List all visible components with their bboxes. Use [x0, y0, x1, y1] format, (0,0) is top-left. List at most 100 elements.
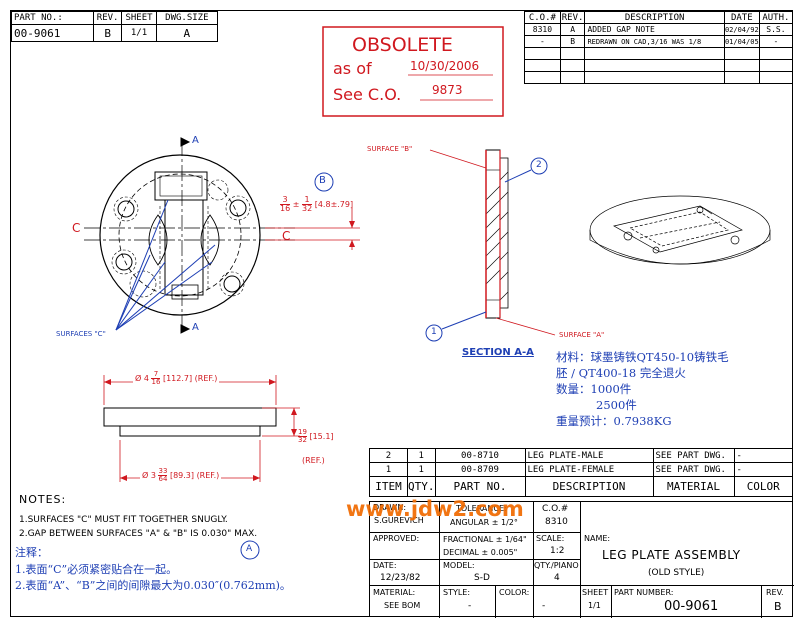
old-style-label: (OLD STYLE) [648, 568, 705, 578]
rev-label: REV. [92, 11, 123, 25]
fractional-tolerance: FRACTIONAL ± 1/64" [443, 535, 527, 544]
bom-header-part-no: PART NO. [434, 476, 526, 497]
gap-den-1: 16 [280, 204, 291, 213]
header-table: PART NO.: REV. SHEET DWG.SIZE 00-9061 B … [11, 11, 219, 42]
rev-value-tb: B [774, 600, 782, 613]
rev-cell: B [559, 35, 586, 48]
dia-top-pre: Ø 4 [135, 374, 149, 383]
date-value: 12/23/82 [380, 573, 421, 583]
gap-num-1: 3 [282, 195, 288, 204]
bolt-hole [229, 199, 247, 217]
scale-value: 1:2 [550, 546, 565, 556]
gap-dimension-label: 3 16 ± 1 32 [4.8±.79] [280, 196, 353, 213]
rev-cell: REDRAWN ON CAD,3/16 WAS 1/8 [584, 35, 725, 48]
dia-top-mm: [112.7] [162, 374, 193, 383]
dwg-size-value: A [155, 24, 219, 42]
bolt-hole [115, 253, 133, 271]
bom-cell: SEE PART DWG. [652, 462, 735, 477]
rev-label-tb: REV. [766, 588, 784, 597]
drawn-label: DRAWN: [373, 503, 407, 512]
note-2: 2.GAP BETWEEN SURFACES "A" & "B" IS 0.03… [19, 529, 258, 539]
callout-b: B [319, 175, 326, 186]
bom-header-item: ITEM [369, 476, 408, 497]
dia-top-ref: (REF.) [194, 374, 218, 383]
bom-cell: LEG PLATE-MALE [524, 448, 654, 463]
bom-cell: 1 [369, 462, 408, 477]
rev-cell: A [559, 23, 586, 36]
rev-cell: 8310 [524, 23, 561, 36]
sheet-label-tb: SHEET [582, 588, 609, 597]
callout-b-circle [314, 172, 334, 192]
dia-bottom-label: Ø 3 33 64 [89.3] (REF.) [140, 467, 222, 483]
approved-label: APPROVED: [373, 534, 420, 543]
part-no-value: 00-9061 [11, 24, 94, 42]
rev-cell: - [758, 35, 794, 48]
gap-mm: [4.8±.79] [314, 200, 354, 209]
bom-cell: - [733, 462, 793, 477]
style-value: - [468, 601, 472, 611]
bom-cell: 2 [369, 448, 408, 463]
rev-col-auth: AUTH. [758, 11, 794, 24]
section-title: SECTION A-A [462, 347, 534, 358]
surface-a-label: SURFACE "A" [559, 331, 605, 339]
rev-value: B [92, 24, 123, 42]
elevation-dimensions [103, 375, 300, 482]
zh-badge: A [246, 544, 253, 554]
dia-top-den: 16 [151, 378, 161, 386]
surface-b-label: SURFACE "B" [367, 145, 413, 153]
dia-bottom-pre: Ø 3 [142, 471, 156, 480]
name-label: NAME: [584, 534, 611, 543]
bom-table: 2 1 00-8710 LEG PLATE-MALE SEE PART DWG.… [369, 448, 793, 497]
zh-note-1: 1.表面“C”必须紧密贴合在一起。 [15, 563, 178, 576]
obsolete-date: 10/30/2006 [410, 59, 480, 73]
zh-badge-circle [240, 540, 260, 560]
bom-header-description: DESCRIPTION [524, 476, 654, 497]
section-arrow-bottom [180, 324, 191, 334]
style-label: STYLE: [443, 588, 471, 597]
dia-bottom-num: 33 [158, 467, 168, 475]
bolt-hole [223, 275, 241, 293]
assembly-name: LEG PLATE ASSEMBLY [602, 548, 741, 562]
bom-cell: SEE PART DWG. [652, 448, 735, 463]
sheet-label: SHEET [121, 11, 157, 25]
section-view [485, 149, 509, 319]
isometric-view [589, 195, 771, 265]
model-label: MODEL: [443, 561, 475, 570]
material-note: 材料：球墨铸铁QT450-10铸铁毛 胚 / QT400-18 完全退火 数量：… [556, 349, 729, 429]
obsolete-co-number: 9873 [432, 83, 463, 97]
title-block: DRAWN: S.GUREVICH TOLERANCE: ANGULAR ± 1… [369, 501, 794, 618]
rev-col-date: DATE [723, 11, 760, 24]
bom-cell: - [733, 448, 793, 463]
bom-header-color: COLOR [733, 476, 793, 497]
dia-bottom-mm: [89.3] [169, 471, 195, 480]
obsolete-as-of-label: as of [333, 59, 372, 78]
obsolete-title: OBSOLETE [352, 34, 453, 56]
date-label: DATE: [373, 561, 397, 570]
notes-title: NOTES: [19, 493, 67, 506]
color-label: COLOR: [499, 588, 530, 597]
balloon-2-circle [530, 157, 548, 175]
section-label-top: A [192, 135, 199, 146]
watermark: www.jdw2.com [346, 497, 524, 521]
rev-col-desc: DESCRIPTION [584, 11, 725, 24]
rev-cell: 01/04/05 [723, 35, 760, 48]
tolerance-label: TOLERANCE: [456, 504, 507, 513]
gap-den-2: 32 [301, 204, 313, 213]
height-den: 32 [298, 436, 307, 444]
part-number-label: PART NUMBER: [614, 588, 674, 597]
plate-outline [99, 154, 261, 316]
gap-pm: ± [292, 200, 300, 209]
material-note-line: 重量预计：0.7938KG [556, 414, 672, 428]
material-note-line: 数量：1000件 [556, 382, 632, 396]
bom-header-material: MATERIAL [652, 476, 735, 497]
height-mm: [15.1] [309, 432, 334, 441]
bom-header-row: ITEM QTY. PART NO. DESCRIPTION MATERIAL … [369, 476, 793, 497]
surfaces-c-label: SURFACES "C" [56, 330, 106, 338]
angular-tolerance: ANGULAR ± 1/2° [450, 518, 518, 527]
qty-label: QTY./PIANO [534, 561, 579, 570]
part-no-label: PART NO.: [11, 11, 94, 25]
dia-bottom-den: 64 [158, 475, 168, 483]
centerline-label-left: C [72, 221, 81, 235]
rev-col-co: C.O.# [524, 11, 561, 24]
revision-row: 8310 A ADDED GAP NOTE 02/04/92 S.S. [524, 23, 794, 36]
